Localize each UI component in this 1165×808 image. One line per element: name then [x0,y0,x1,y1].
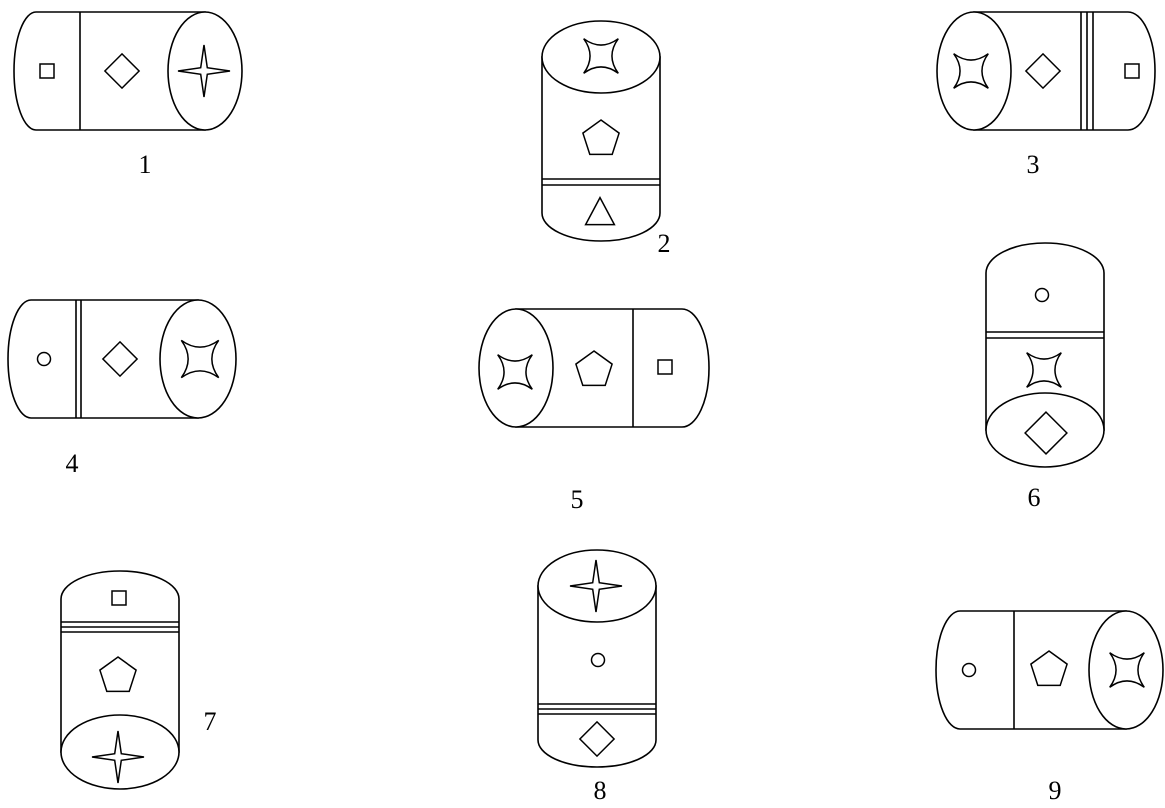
diamond-shape [1024,52,1062,90]
figure-4: 4 [7,299,237,478]
figure-label: 9 [1049,776,1062,803]
symbol-pentagon [1030,650,1068,687]
star4-convex-shape [91,730,145,784]
diamond-shape [101,340,139,378]
figure-label: 6 [1028,483,1041,512]
figure-5: 5 [478,308,710,514]
square-shape [657,359,673,375]
symbol-triangle [584,196,616,226]
symbol-star [1026,352,1062,388]
star4-convex-shape [177,44,231,98]
symbol-star [583,38,619,74]
figure-2: 2 [541,20,671,258]
circle-shape [36,351,52,367]
cylinder-body [537,585,657,768]
cylinder-body [515,308,710,428]
figure-1: 1 [13,11,243,179]
symbol-star [180,339,220,379]
figure-label: 4 [66,449,79,478]
figure-label: 5 [571,485,584,514]
diamond-shape [1024,411,1068,455]
symbol-star [569,559,623,613]
circle-shape [961,662,977,678]
symbol-circle [961,662,977,678]
symbol-square [1124,63,1140,79]
symbol-star [1109,652,1145,688]
square-shape [1124,63,1140,79]
star4-convex-shape [569,559,623,613]
figure-label: 1 [139,150,152,179]
symbol-circle [590,652,606,668]
square-shape [39,63,55,79]
pentagon-shape [99,656,137,693]
pentagon-shape [1030,650,1068,687]
pentagon-shape [582,119,620,156]
pentagon-shape [575,350,613,387]
symbol-pentagon [99,656,137,693]
cylinder-body [985,242,1105,431]
figure-8: 8 [537,549,657,805]
circle-shape [590,652,606,668]
symbol-diamond [1024,52,1062,90]
symbol-diamond [101,340,139,378]
figure-label: 2 [658,229,671,258]
triangle-shape [584,196,616,226]
symbol-star [91,730,145,784]
cylinder-body [935,610,1127,730]
figure-3: 3 [936,11,1156,179]
diamond-shape [578,720,616,758]
star4-concave-shape [180,339,220,379]
figure-label: 8 [594,776,607,803]
figure-label: 3 [1027,150,1040,179]
symbol-circle [36,351,52,367]
figure-6: 6 [985,242,1105,512]
symbol-star [497,354,533,390]
star4-concave-shape [1026,352,1062,388]
star4-concave-shape [1109,652,1145,688]
symbol-square [39,63,55,79]
star4-concave-shape [583,38,619,74]
symbol-diamond [103,52,141,90]
symbol-diamond [578,720,616,758]
figure-7: 7 [60,570,217,790]
circle-shape [1034,287,1050,303]
symbol-diamond [1024,411,1068,455]
cylinder-body [973,11,1156,131]
figure-label: 7 [204,707,217,736]
symbol-pentagon [575,350,613,387]
symbol-square [657,359,673,375]
star4-concave-shape [953,53,989,89]
symbol-circle [1034,287,1050,303]
symbol-pentagon [582,119,620,156]
figure-9: 9 [935,610,1164,805]
star4-concave-shape [497,354,533,390]
diamond-shape [103,52,141,90]
symbol-star [953,53,989,89]
symbol-star [177,44,231,98]
square-shape [111,590,127,606]
symbol-square [111,590,127,606]
